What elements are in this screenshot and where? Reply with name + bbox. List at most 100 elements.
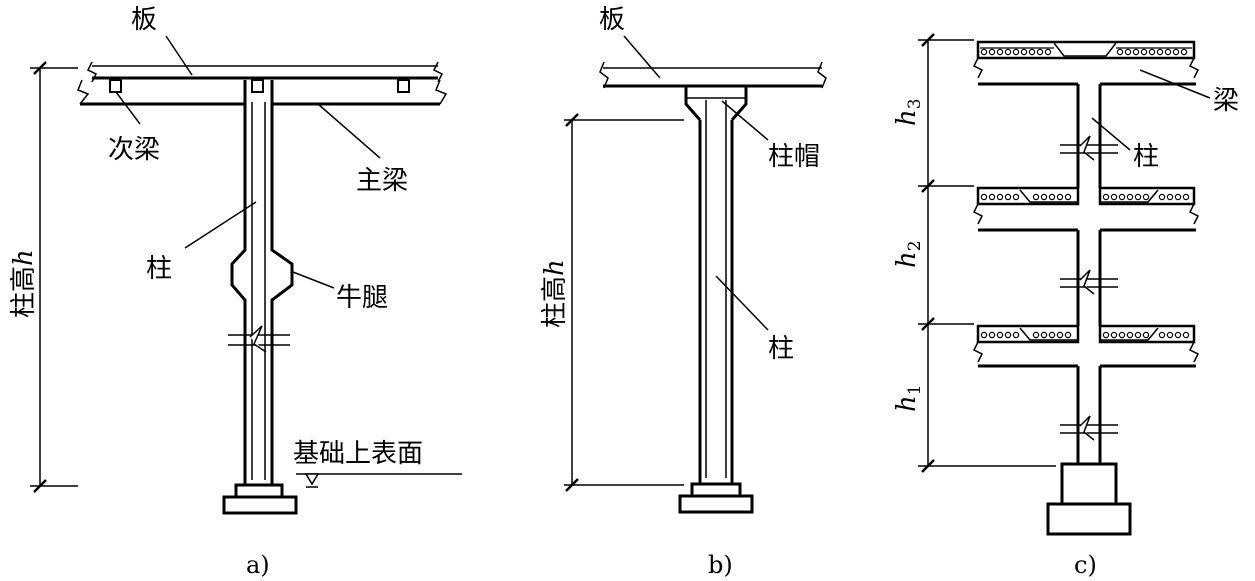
rebar-circle — [1020, 48, 1028, 56]
rebar-circle — [996, 331, 1004, 339]
caption-a: a) — [246, 551, 270, 579]
rebar-circle — [1134, 331, 1142, 339]
floor-slab-1 — [972, 324, 1200, 363]
rebar-circle — [1056, 331, 1064, 339]
column-label-c: 柱 — [1133, 142, 1159, 172]
column-c — [1060, 84, 1118, 464]
beam-label-c: 梁 — [1213, 86, 1239, 116]
height-label-a: 柱高h — [9, 249, 39, 318]
rebar-circle — [1126, 331, 1134, 339]
rebar-circle — [1102, 331, 1110, 339]
column-label-b: 柱 — [768, 334, 794, 364]
rebar-circle — [1132, 48, 1140, 56]
rebar-circle — [1032, 193, 1040, 201]
column-a — [228, 80, 294, 485]
rebar-circle — [1064, 193, 1072, 201]
column-cap-label: 柱帽 — [768, 142, 820, 172]
rebar-circle — [988, 331, 996, 339]
secondary-beam-1 — [109, 79, 122, 93]
rebar-circles — [980, 48, 1190, 339]
rebar-circle — [1124, 48, 1132, 56]
height-dimension-b — [564, 113, 684, 492]
foundation-c — [1046, 462, 1132, 536]
caption-b: b) — [708, 551, 733, 579]
rebar-circle — [1172, 48, 1180, 56]
column-b — [698, 100, 734, 484]
rebar-circle — [988, 48, 996, 56]
rebar-circle — [1118, 193, 1126, 201]
panel-a: 柱高h 板 次梁 主梁 柱 牛腿 基础上表面 a) — [9, 5, 462, 579]
rebar-circle — [1004, 331, 1012, 339]
secondary-beam-2 — [251, 79, 264, 93]
rebar-circle — [1110, 331, 1118, 339]
rebar-circle — [1028, 48, 1036, 56]
main-beam-a — [77, 79, 448, 106]
rebar-circle — [996, 193, 1004, 201]
rebar-circle — [1056, 193, 1064, 201]
rebar-circle — [1182, 193, 1190, 201]
h2-label: h2 — [892, 240, 925, 268]
panel-b: 柱高h 板 柱帽 柱 b) — [540, 5, 827, 579]
rebar-circle — [1166, 193, 1174, 201]
rebar-circle — [980, 331, 988, 339]
rebar-circle — [1180, 48, 1188, 56]
rebar-circle — [1158, 331, 1166, 339]
rebar-circle — [1174, 331, 1182, 339]
h1-label: h1 — [892, 384, 925, 412]
caption-c: c) — [1074, 551, 1097, 579]
rebar-circle — [1164, 48, 1172, 56]
rebar-circle — [1040, 193, 1048, 201]
corbel-label: 牛腿 — [336, 283, 388, 313]
rebar-circle — [1012, 48, 1020, 56]
rebar-circle — [1116, 48, 1124, 56]
slab-label-a: 板 — [131, 5, 157, 35]
rebar-circle — [1004, 193, 1012, 201]
height-label-b: 柱高h — [540, 259, 570, 328]
main-beam-label: 主梁 — [356, 166, 408, 196]
rebar-circle — [1032, 331, 1040, 339]
height-dimensions-c — [918, 33, 1056, 473]
rebar-circle — [1012, 193, 1020, 201]
rebar-circle — [1012, 331, 1020, 339]
column-cap — [684, 86, 748, 121]
rebar-circle — [1174, 193, 1182, 201]
foundation-a — [222, 473, 462, 515]
column-label-a: 柱 — [146, 254, 172, 284]
rebar-circle — [1166, 331, 1174, 339]
slab-b — [599, 61, 827, 89]
rebar-circle — [1142, 193, 1150, 201]
rebar-circle — [1156, 48, 1164, 56]
rebar-circle — [1148, 48, 1156, 56]
rebar-circle — [1064, 331, 1072, 339]
rebar-circle — [1004, 48, 1012, 56]
rebar-circle — [1140, 48, 1148, 56]
rebar-circle — [1102, 193, 1110, 201]
rebar-circle — [1036, 48, 1044, 56]
rebar-circle — [1126, 193, 1134, 201]
panel-c: h3 h2 h1 梁 柱 c) — [892, 33, 1239, 579]
rebar-circle — [1158, 193, 1166, 201]
floor-slab-3 — [972, 40, 1200, 79]
h3-label: h3 — [892, 98, 925, 126]
foundation-b — [678, 482, 754, 514]
rebar-circle — [1118, 331, 1126, 339]
rebar-circle — [1142, 331, 1150, 339]
rebar-circle — [1182, 331, 1190, 339]
rebar-circle — [1048, 331, 1056, 339]
rebar-circle — [980, 48, 988, 56]
floor-slab-2 — [972, 186, 1200, 225]
rebar-circle — [996, 48, 1004, 56]
rebar-circle — [1040, 331, 1048, 339]
slab-label-b: 板 — [599, 5, 625, 35]
rebar-circle — [1044, 48, 1052, 56]
height-dimension-a — [30, 61, 78, 493]
slab-a — [86, 61, 444, 83]
secondary-beam-label: 次梁 — [108, 135, 160, 165]
rebar-circle — [988, 193, 996, 201]
rebar-circle — [1048, 193, 1056, 201]
rebar-circle — [1134, 193, 1142, 201]
rebar-circle — [1110, 193, 1118, 201]
foundation-top-label: 基础上表面 — [293, 439, 423, 469]
rebar-circle — [980, 193, 988, 201]
